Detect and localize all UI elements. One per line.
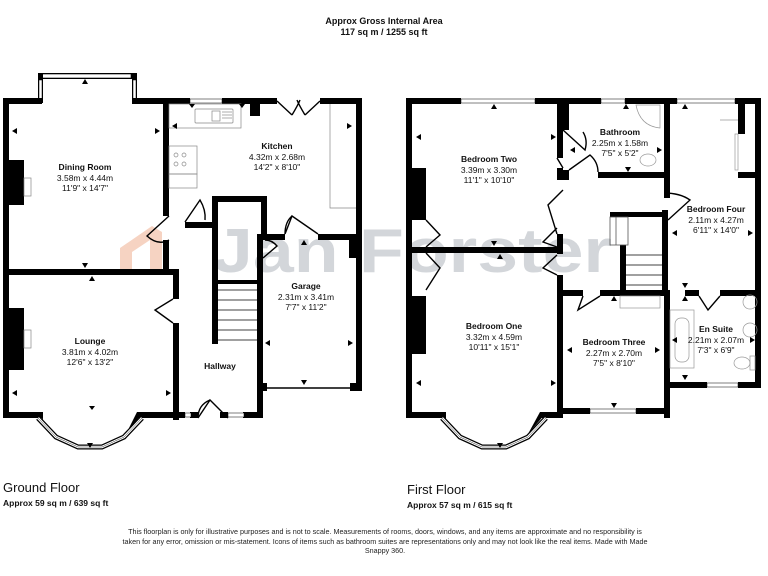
ground-floor-plan	[3, 73, 362, 450]
room-name: Dining Room	[58, 162, 112, 172]
room-imperial: 7'7" x 11'2"	[285, 302, 327, 312]
room-metric: 3.32m x 4.59m	[465, 331, 523, 342]
room-label-en-suite: En Suite 2.21m x 2.07m 7'3" x 6'9"	[688, 324, 744, 356]
room-metric: 2.21m x 2.07m	[687, 334, 745, 345]
ground-floor-title: Ground Floor	[3, 480, 80, 495]
room-imperial: 11'9" x 14'7"	[61, 183, 108, 193]
room-label-hallway: Hallway	[204, 361, 236, 372]
room-name: Hallway	[204, 361, 236, 371]
room-name: Bedroom Four	[686, 204, 746, 214]
room-metric: 3.81m x 4.02m	[61, 346, 119, 357]
room-label-kitchen: Kitchen 4.32m x 2.68m 14'2" x 8'10"	[249, 141, 305, 173]
room-imperial: 12'6" x 13'2"	[66, 357, 114, 367]
disclaimer-text: This floorplan is only for illustrative …	[122, 527, 648, 555]
gia-area: 117 sq m / 1255 sq ft	[340, 27, 428, 37]
room-imperial: 14'2" x 8'10"	[253, 162, 301, 172]
first-floor-area: Approx 57 sq m / 615 sq ft	[407, 500, 513, 510]
room-metric: 2.27m x 2.70m	[585, 347, 643, 358]
room-label-bedroom-two: Bedroom Two 3.39m x 3.30m 11'1" x 10'10"	[461, 154, 517, 186]
room-name: Bedroom Three	[582, 337, 646, 347]
gross-internal-area-header: Approx Gross Internal Area 117 sq m / 12…	[0, 16, 768, 38]
room-label-bedroom-one: Bedroom One 3.32m x 4.59m 10'11" x 15'1"	[466, 321, 522, 353]
room-name: Bathroom	[599, 127, 641, 137]
room-name: Bedroom Two	[460, 154, 518, 164]
room-metric: 4.32m x 2.68m	[248, 151, 306, 162]
room-imperial: 11'1" x 10'10"	[463, 175, 515, 185]
gia-title: Approx Gross Internal Area	[325, 16, 443, 26]
room-name: Garage	[291, 281, 321, 291]
ground-floor-area: Approx 59 sq m / 639 sq ft	[3, 498, 109, 508]
room-name: Bedroom One	[465, 321, 523, 331]
room-label-dining-room: Dining Room 3.58m x 4.44m 11'9" x 14'7"	[57, 162, 113, 194]
room-label-bedroom-four: Bedroom Four 2.11m x 4.27m 6'11" x 14'0"	[687, 204, 746, 236]
room-label-bathroom: Bathroom 2.25m x 1.58m 7'5" x 5'2"	[592, 127, 648, 159]
room-imperial: 7'5" x 8'10"	[593, 358, 635, 368]
first-floor-title: First Floor	[407, 482, 466, 497]
room-label-lounge: Lounge 3.81m x 4.02m 12'6" x 13'2"	[62, 336, 118, 368]
room-metric: 3.58m x 4.44m	[56, 172, 114, 183]
room-name: Kitchen	[261, 141, 293, 151]
watermark-logo-icon	[120, 226, 162, 272]
room-metric: 2.25m x 1.58m	[591, 137, 649, 148]
room-imperial: 10'11" x 15'1"	[468, 342, 520, 352]
room-label-bedroom-three: Bedroom Three 2.27m x 2.70m 7'5" x 8'10"	[583, 337, 646, 369]
room-metric: 2.31m x 3.41m	[277, 291, 335, 302]
room-imperial: 7'3" x 6'9"	[697, 345, 735, 355]
room-label-garage: Garage 2.31m x 3.41m 7'7" x 11'2"	[278, 281, 334, 313]
room-metric: 3.39m x 3.30m	[460, 164, 518, 175]
room-metric: 2.11m x 4.27m	[688, 214, 744, 225]
room-imperial: 7'5" x 5'2"	[601, 148, 639, 158]
room-imperial: 6'11" x 14'0"	[693, 225, 739, 235]
room-name: Lounge	[74, 336, 106, 346]
room-name: En Suite	[698, 324, 734, 334]
first-floor-plan	[406, 98, 761, 450]
